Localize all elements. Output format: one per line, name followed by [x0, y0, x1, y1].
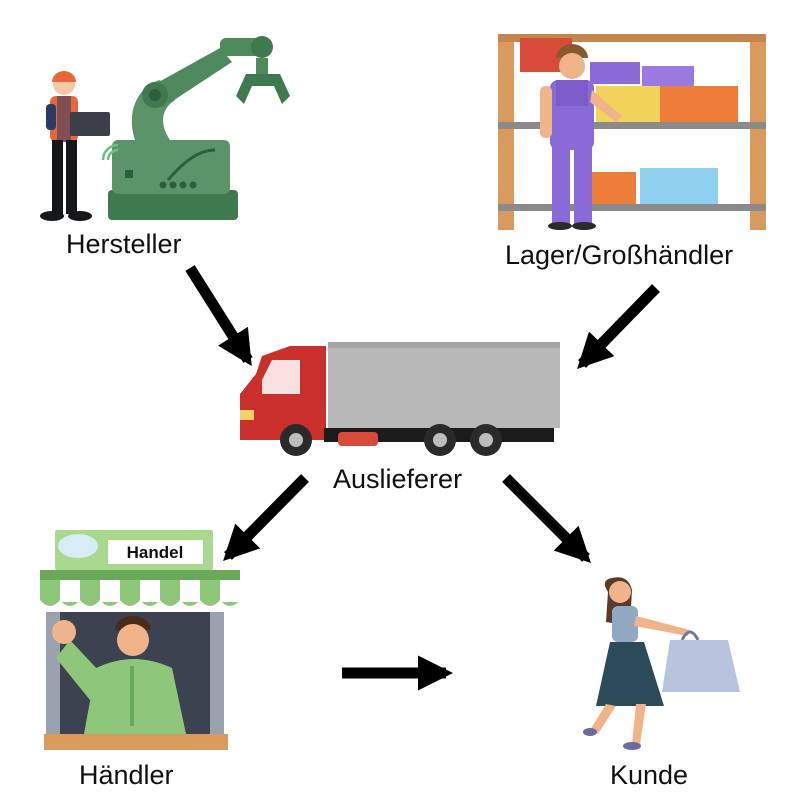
warehouse-worker-icon — [540, 44, 622, 230]
shopkeeper-icon — [52, 616, 186, 734]
warehouse-node — [498, 34, 766, 230]
arrow-manufacturer-to-carrier — [185, 265, 253, 366]
manufacturer-label: Hersteller — [66, 229, 182, 259]
shop-sign-text: Handel — [127, 543, 184, 562]
engineer-icon — [40, 71, 110, 221]
arrow-carrier-to-dealer — [223, 474, 309, 562]
customer-label: Kunde — [610, 760, 689, 790]
warehouse-shelf-icon — [498, 34, 766, 230]
flow-arrows — [185, 265, 660, 691]
arrow-warehouse-to-carrier — [577, 284, 660, 370]
customer-node — [583, 577, 740, 750]
dealer-label: Händler — [79, 760, 174, 790]
dealer-node: Handel — [40, 530, 240, 750]
truck-icon — [240, 342, 560, 456]
shopping-bag-icon — [662, 630, 740, 692]
robot-arm-icon — [101, 36, 290, 220]
manufacturer-node — [40, 36, 290, 221]
warehouse-label: Lager/Großhändler — [505, 240, 734, 270]
shopper-icon — [583, 577, 690, 750]
arrow-carrier-to-customer — [502, 474, 591, 563]
carrier-label: Auslieferer — [333, 464, 463, 494]
